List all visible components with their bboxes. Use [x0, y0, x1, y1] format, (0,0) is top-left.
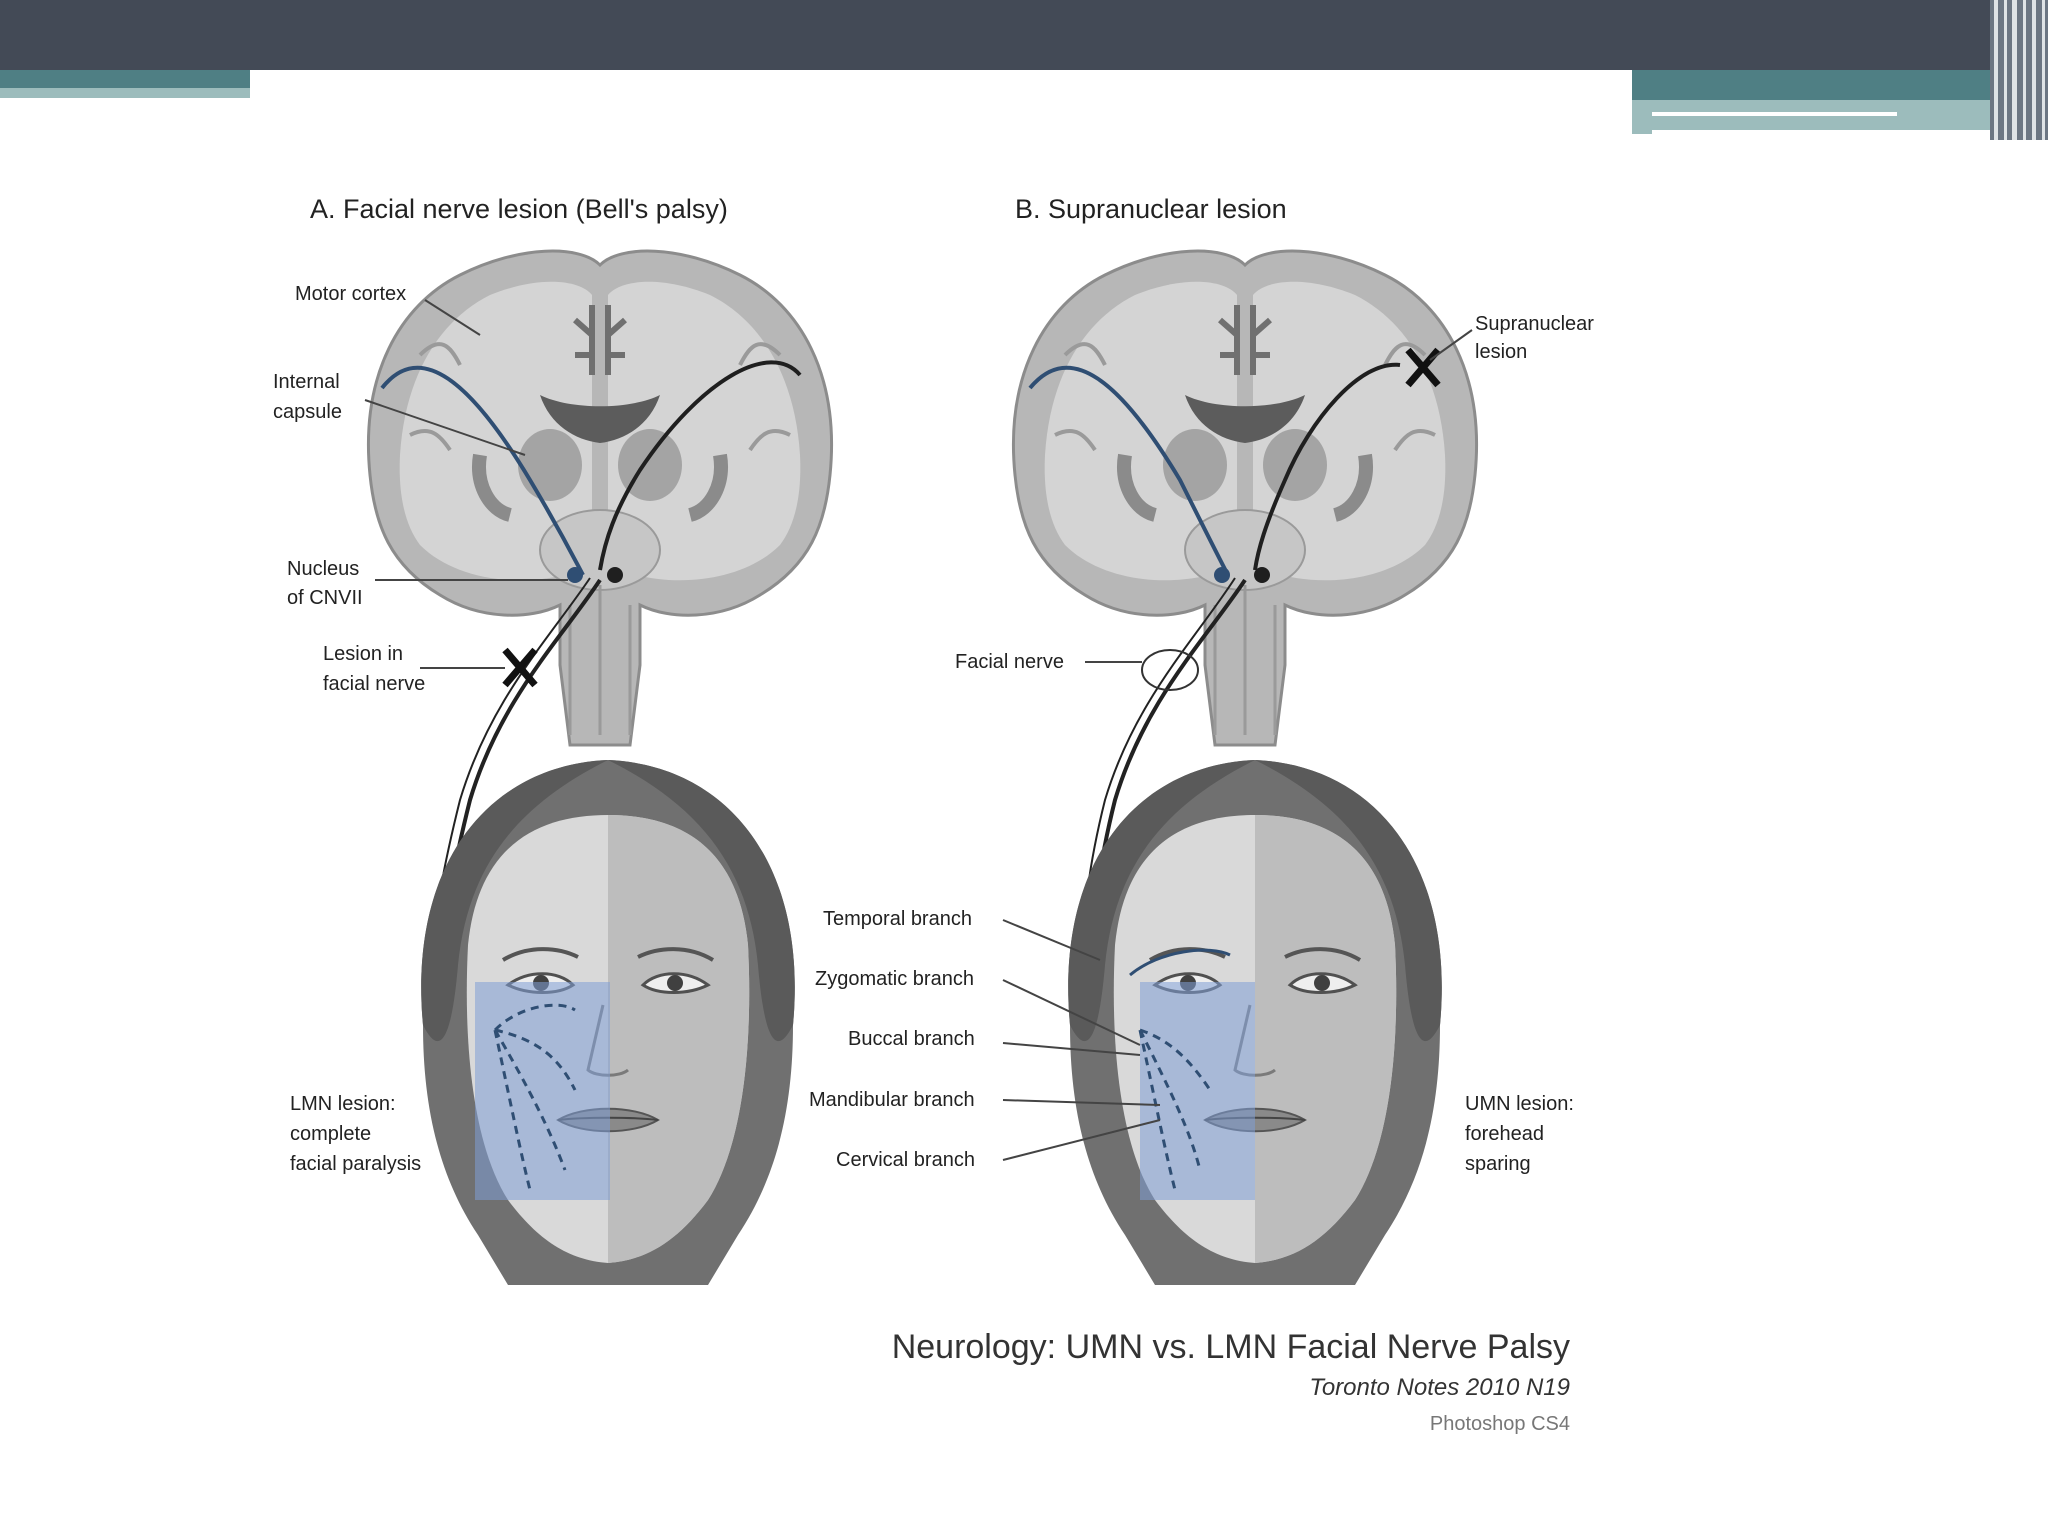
- lmn-result-label-3: facial paralysis: [290, 1153, 421, 1175]
- mandibular-branch-label: Mandibular branch: [809, 1089, 975, 1111]
- caption-source: Toronto Notes 2010 N19: [1309, 1374, 1570, 1401]
- panel-b: B. Supranuclear lesion Supranuclear lesi…: [955, 194, 1594, 1287]
- nucleus-cnvii-left-a: [567, 567, 583, 583]
- motor-pathway-left-a: [380, 365, 585, 576]
- paralysis-overlay-a: [475, 982, 610, 1200]
- facial-nerve-label: Facial nerve: [955, 651, 1064, 673]
- slide-top-bar: [0, 0, 2048, 70]
- motor-pathway-right-b: [1253, 362, 1401, 571]
- panel-a-title: A. Facial nerve lesion (Bell's palsy): [310, 194, 728, 224]
- motor-pathway-left-b: [1028, 365, 1230, 576]
- umn-result-label-1: UMN lesion:: [1465, 1093, 1574, 1115]
- slide-accent-bar-left-light: [0, 88, 250, 98]
- facial-nerve-marker: [1141, 649, 1199, 691]
- supranuclear-label-2: lesion: [1475, 341, 1527, 363]
- nucleus-label-1: Nucleus: [287, 558, 359, 580]
- panel-a: A. Facial nerve lesion (Bell's palsy) Mo…: [273, 194, 832, 1287]
- branches-b: [1138, 1028, 1212, 1191]
- lmn-result-label-1: LMN lesion:: [290, 1093, 396, 1115]
- nucleus-cnvii-right-b: [1254, 567, 1270, 583]
- slide-accent-bar-right: [1632, 70, 2002, 100]
- caption-title: Neurology: UMN vs. LMN Facial Nerve Pals…: [892, 1328, 1570, 1366]
- brain-section-b: [1013, 251, 1476, 745]
- cervical-branch-label: Cervical branch: [836, 1149, 975, 1171]
- lesion-x-facial-nerve: [502, 647, 538, 688]
- umn-result-label-3: sparing: [1465, 1153, 1531, 1175]
- slide-accent-line-1: [1652, 112, 1897, 116]
- caption-software: Photoshop CS4: [1430, 1413, 1570, 1435]
- motor-cortex-label: Motor cortex: [295, 283, 406, 305]
- branches-a: [493, 1003, 577, 1191]
- internal-capsule-label-1: Internal: [273, 371, 340, 393]
- supranuclear-lesion-x: [1405, 347, 1441, 388]
- slide-accent-line-2: [1652, 130, 1997, 136]
- paralysis-overlay-b: [1140, 982, 1255, 1200]
- nucleus-cnvii-left-b: [1214, 567, 1230, 583]
- slide-edge-stripes: [1990, 0, 2048, 140]
- nucleus-label-2: of CNVII: [287, 587, 363, 609]
- slide-accent-bar-right-light: [1632, 100, 2002, 134]
- caption: Neurology: UMN vs. LMN Facial Nerve Pals…: [892, 1328, 1570, 1435]
- buccal-branch-label: Buccal branch: [848, 1028, 975, 1050]
- nucleus-cnvii-right-a: [607, 567, 623, 583]
- temporal-branch-label: Temporal branch: [823, 908, 972, 930]
- umn-result-label-2: forehead: [1465, 1123, 1544, 1145]
- brain-section-a: [368, 251, 831, 745]
- supranuclear-label-1: Supranuclear: [1475, 313, 1594, 335]
- lmn-result-label-2: complete: [290, 1123, 371, 1145]
- branch-labels: Temporal branch Zygomatic branch Buccal …: [809, 908, 1161, 1171]
- lesion-label-1: Lesion in: [323, 643, 403, 665]
- temporal-branch-spared: [1129, 948, 1231, 977]
- internal-capsule-label-2: capsule: [273, 401, 342, 423]
- zygomatic-branch-label: Zygomatic branch: [815, 968, 974, 990]
- lesion-label-2: facial nerve: [323, 673, 425, 695]
- motor-pathway-right-a: [598, 360, 802, 571]
- panel-b-title: B. Supranuclear lesion: [1015, 194, 1287, 224]
